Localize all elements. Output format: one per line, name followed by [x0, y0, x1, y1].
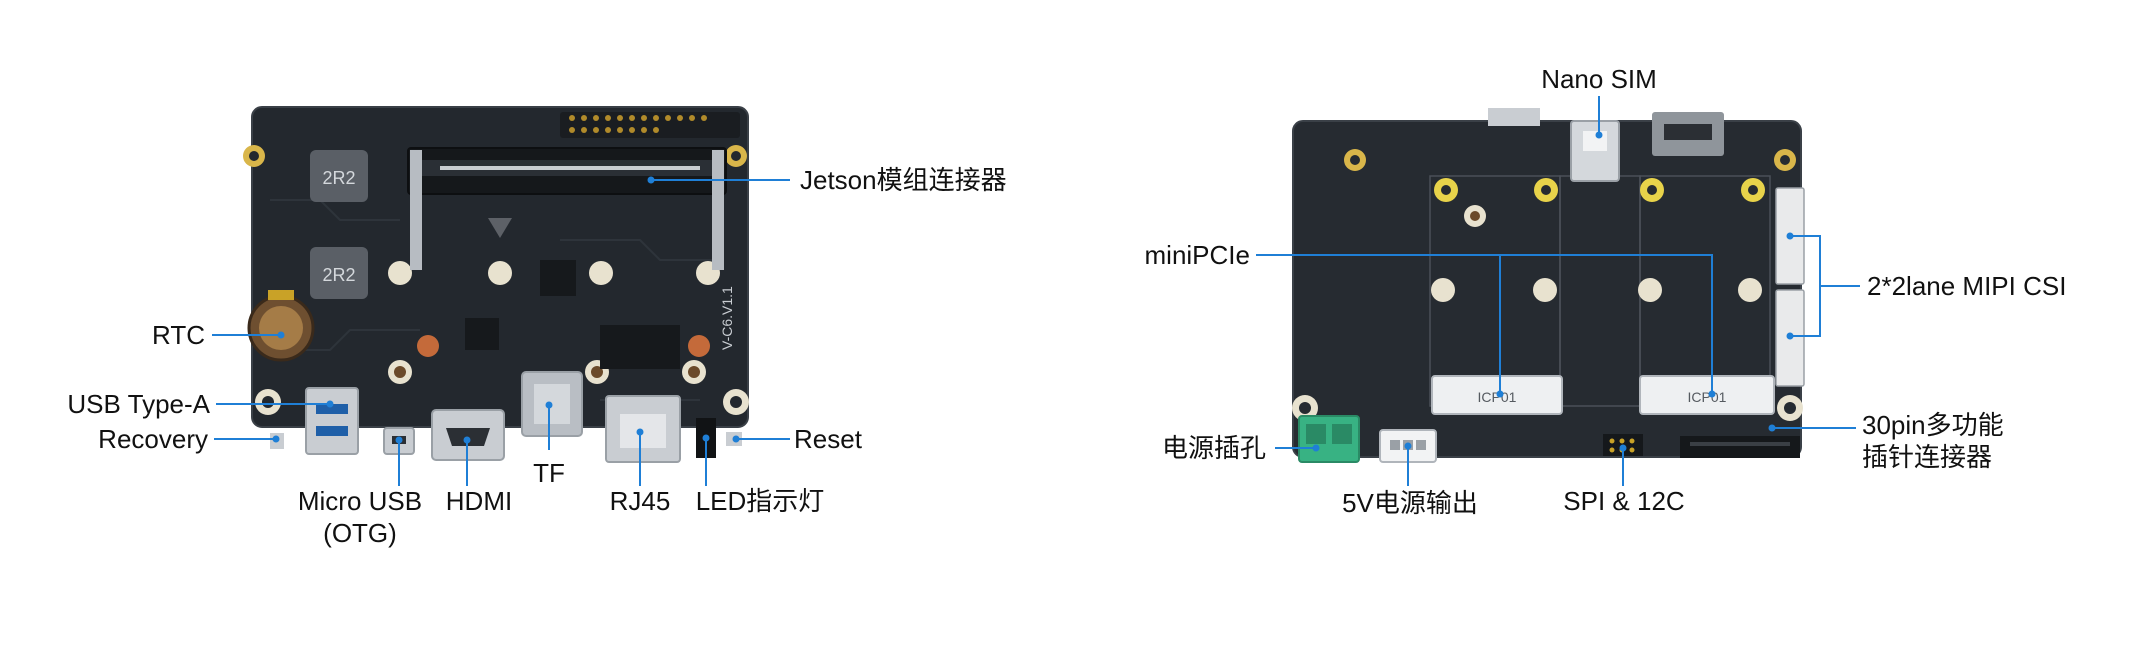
label-30pin-2: 插针连接器	[1862, 442, 1992, 472]
inductor-2: 2R2	[310, 247, 368, 299]
leader-minipcie-2	[1256, 254, 1713, 394]
pin30-header	[1680, 436, 1800, 458]
minipcie-2-marking: ICP01	[1688, 389, 1727, 405]
front-board: 2R2 2R2 V-C6.V1.1	[243, 106, 749, 463]
leader-dots	[272, 131, 1794, 452]
label-jetson-connector: Jetson模组连接器	[800, 165, 1007, 195]
label-micro-usb: Micro USB	[298, 486, 422, 516]
label-rtc: RTC	[152, 320, 205, 350]
chip-2	[600, 325, 680, 369]
label-spi-i2c: SPI & 12C	[1563, 486, 1684, 516]
esd-triangle	[488, 218, 512, 238]
label-power-jack: 电源插孔	[1162, 433, 1266, 463]
rj45-port	[605, 395, 681, 463]
sd-slot-top	[1652, 112, 1724, 156]
label-micro-usb-otg: (OTG)	[323, 518, 397, 548]
inductor-2-marking: 2R2	[322, 265, 355, 285]
label-led: LED指示灯	[696, 486, 825, 516]
chip-1	[540, 260, 576, 296]
inductor-1-marking: 2R2	[322, 168, 355, 188]
minipcie-slot-2: ICP01	[1639, 375, 1775, 415]
back-board: ICP01 ICP01	[1292, 108, 1805, 463]
nano-sim-slot	[1570, 120, 1620, 182]
version-marking: V-C6.V1.1	[719, 286, 735, 350]
label-minipcie: miniPCIe	[1145, 240, 1250, 270]
top-header-pins	[560, 112, 740, 138]
inductor-1: 2R2	[310, 150, 368, 202]
label-reset: Reset	[794, 424, 863, 454]
front-mount-holes	[243, 145, 749, 415]
label-hdmi: HDMI	[446, 486, 512, 516]
leader-lines	[212, 96, 1860, 486]
jetson-connector	[407, 147, 727, 270]
usb-type-a-port	[305, 387, 359, 455]
chip-3	[465, 318, 499, 350]
label-mipi-csi: 2*2lane MIPI CSI	[1867, 271, 2066, 301]
power-terminal	[1298, 415, 1360, 463]
label-30pin-1: 30pin多功能	[1862, 410, 2004, 440]
top-usb-shell	[1488, 108, 1540, 126]
minipcie-1-marking: ICP01	[1478, 389, 1517, 405]
label-rj45: RJ45	[610, 486, 671, 516]
labels: Jetson模组连接器 RTC USB Type-A Recovery Micr…	[67, 64, 2066, 548]
rtc-battery	[247, 290, 315, 362]
label-usb-type-a: USB Type-A	[67, 389, 210, 419]
label-nano-sim: Nano SIM	[1541, 64, 1657, 94]
label-5v-out: 5V电源输出	[1342, 488, 1478, 518]
label-tf: TF	[533, 458, 565, 488]
label-recovery: Recovery	[98, 424, 208, 454]
back-mount-holes	[1292, 149, 1803, 421]
